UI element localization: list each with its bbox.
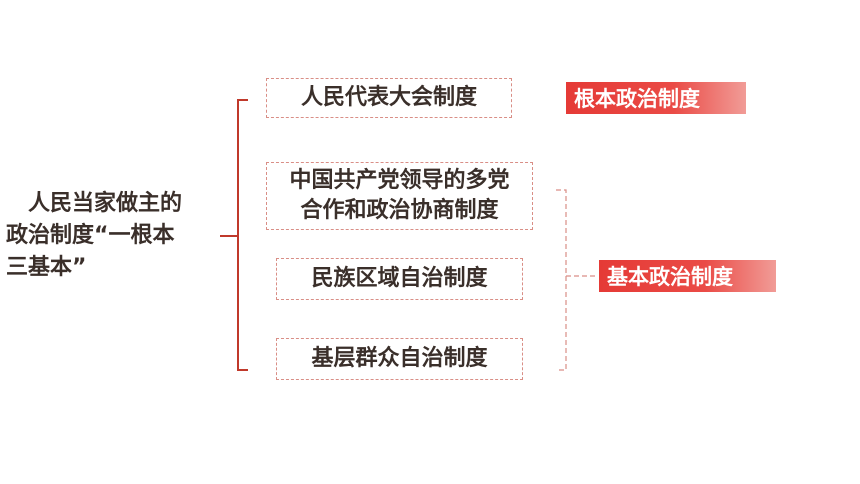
right-bracket	[556, 189, 567, 371]
tag-basic-system: 基本政治制度	[599, 260, 776, 292]
tag-fundamental-system: 根本政治制度	[566, 82, 746, 114]
left-bracket	[237, 99, 248, 371]
item-box-regional-autonomy: 民族区域自治制度	[276, 258, 523, 300]
item-box-npc: 人民代表大会制度	[266, 78, 512, 118]
item-box-grassroots-autonomy: 基层群众自治制度	[276, 338, 523, 380]
diagram-title: 人民当家做主的 政治制度“一根本 三基本”	[6, 191, 183, 280]
item-box-cpc-multiparty: 中国共产党领导的多党 合作和政治协商制度	[266, 162, 533, 230]
